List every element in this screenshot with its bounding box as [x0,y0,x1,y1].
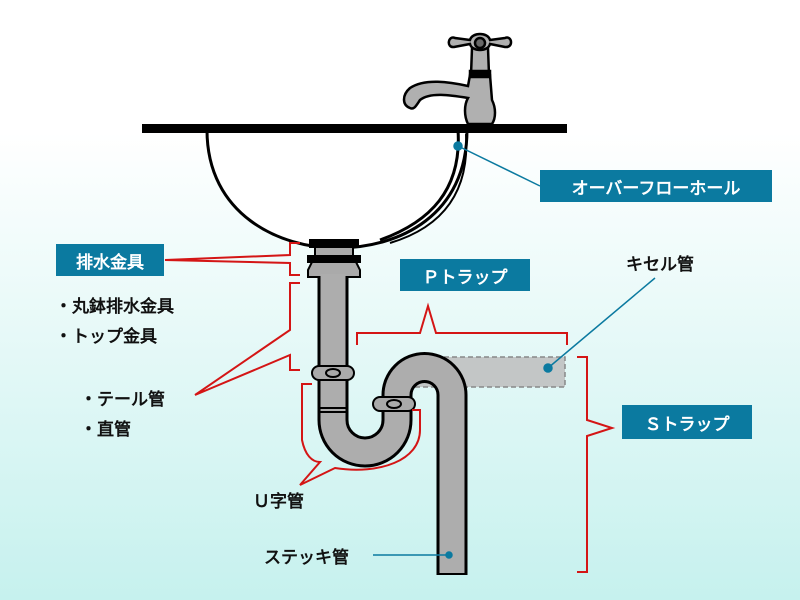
faucet [402,32,513,126]
u-pipe-label: Ｕ字管 [253,492,304,512]
brackets [164,242,616,573]
tail-pipe-item: ・テール管 [80,390,165,410]
tail-pipe-item: ・直管 [80,420,131,440]
pipe-nut [311,365,416,412]
trap-pipe [317,274,468,575]
drain-fitting-item: ・丸鉢排水金具 [55,297,174,317]
pointer-lines [373,141,656,559]
stick-pipe-label: ステッキ管 [264,548,349,568]
drain-fitting-label: 排水金具 [56,244,164,276]
drain-fitting [307,239,361,278]
p-trap-label: Ｐトラップ [400,259,530,291]
drain-fitting-item: ・トップ金具 [55,327,157,347]
kiseru-pipe-label: キセル管 [626,255,694,275]
counter-top [142,124,567,133]
s-trap-label: Ｓトラップ [622,405,752,439]
overflow-hole-label: オーバーフローホール [540,170,772,202]
basin-bowl [205,128,469,250]
